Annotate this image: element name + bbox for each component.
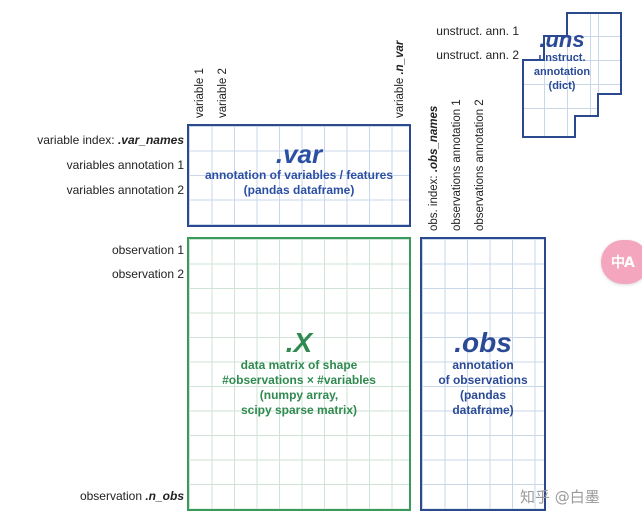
var-desc-1: annotation of variables / features bbox=[204, 168, 394, 182]
translate-badge-button[interactable]: 中A bbox=[601, 240, 642, 284]
variable-1-label: variable 1 bbox=[194, 68, 206, 118]
uns-annotation-1-label: unstruct. ann. 1 bbox=[436, 24, 519, 38]
var-annotation-2-label: variables annotation 2 bbox=[66, 183, 184, 197]
uns-annotation-2-label: unstruct. ann. 2 bbox=[436, 48, 519, 62]
obs-index-label: obs. index: .obs_names bbox=[428, 105, 440, 231]
observation-n-obs-label: observation .n_obs bbox=[79, 489, 184, 503]
obs-desc-1: annotation bbox=[452, 358, 514, 372]
observation-2-label: observation 2 bbox=[111, 267, 184, 281]
x-desc-1: data matrix of shape bbox=[240, 358, 358, 372]
obs-title-block: .obs annotation of observations (pandas … bbox=[420, 328, 546, 418]
uns-title-block: .uns unstruct. annotation (dict) bbox=[522, 28, 602, 93]
obs-annotation-2-label: observations annotation 2 bbox=[474, 99, 486, 231]
observation-1-label: observation 1 bbox=[111, 243, 184, 257]
var-box bbox=[187, 124, 411, 227]
x-box bbox=[187, 237, 411, 511]
var-desc-2: (pandas dataframe) bbox=[243, 183, 355, 197]
var-title-block: .var annotation of variables / features … bbox=[187, 140, 411, 198]
x-title-block: .X data matrix of shape #observations × … bbox=[187, 328, 411, 418]
x-desc-4: scipy sparse matrix) bbox=[240, 403, 358, 417]
uns-desc-1: unstruct. bbox=[538, 52, 586, 64]
obs-desc-3: (pandas bbox=[459, 388, 506, 402]
x-desc-3: (numpy array, bbox=[259, 388, 339, 402]
uns-desc-3: (dict) bbox=[548, 79, 576, 92]
uns-desc-2: annotation bbox=[533, 65, 591, 78]
var-title: .var bbox=[275, 139, 323, 169]
obs-box bbox=[420, 237, 546, 511]
watermark: 知乎 @白墨 bbox=[520, 488, 600, 506]
obs-annotation-1-label: observations annotation 1 bbox=[451, 99, 463, 231]
variable-n-var-label: variable .n_var bbox=[394, 40, 406, 118]
translate-icon: 中A bbox=[611, 255, 635, 271]
uns-title: .uns bbox=[539, 27, 585, 52]
var-annotation-1-label: variables annotation 1 bbox=[66, 158, 184, 172]
var-index-label: variable index: .var_names bbox=[37, 133, 184, 147]
x-desc-2: #observations × #variables bbox=[222, 373, 376, 387]
uns-staircase bbox=[522, 12, 622, 138]
obs-title: .obs bbox=[454, 327, 512, 358]
obs-desc-4: dataframe) bbox=[452, 403, 514, 417]
obs-desc-2: of observations bbox=[438, 373, 528, 387]
x-title: .X bbox=[285, 327, 313, 358]
variable-2-label: variable 2 bbox=[217, 68, 229, 118]
